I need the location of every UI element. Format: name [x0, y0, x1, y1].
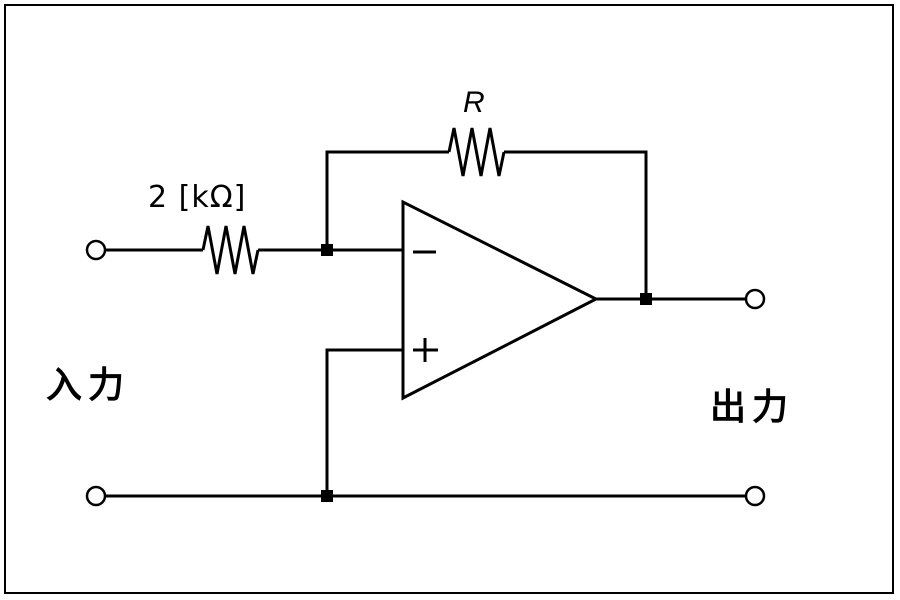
noninverting-wire: [325, 348, 403, 496]
feedback-resistor: [447, 127, 506, 177]
junction-dot: [640, 293, 652, 305]
junction-dot: [321, 244, 333, 256]
input-label: 入力: [46, 365, 131, 406]
output-label: 出力: [710, 387, 795, 428]
feedback-wire-right: [504, 150, 648, 299]
output-terminal-top: [744, 288, 766, 310]
junction-dot: [321, 490, 333, 502]
output-terminal-bottom: [744, 485, 766, 507]
input-resistor-label: 2 [kΩ]: [148, 180, 247, 215]
feedback-resistor-label: R: [463, 86, 485, 119]
feedback-wire-left: [325, 150, 449, 250]
input-terminal-bottom: [85, 485, 107, 507]
input-resistor: [201, 225, 260, 275]
input-terminal-top: [85, 239, 107, 261]
opamp-triangle: [401, 199, 600, 401]
